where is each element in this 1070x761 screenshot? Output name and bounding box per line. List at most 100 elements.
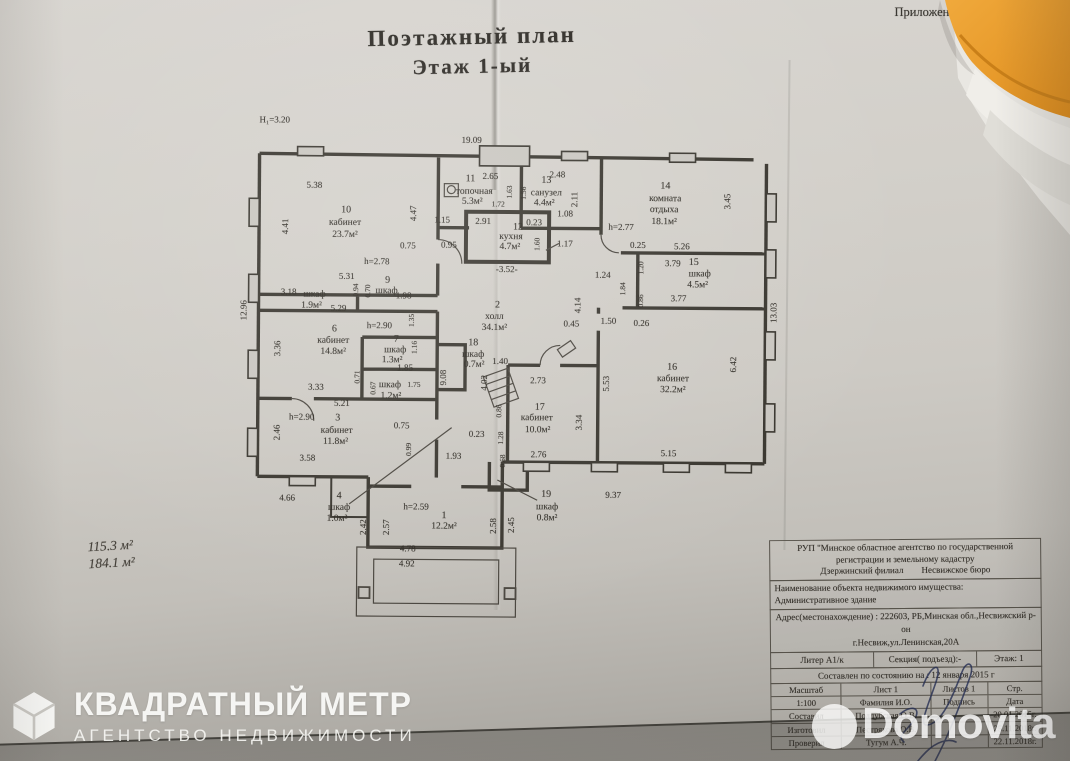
plan-label: 4.41	[280, 218, 291, 235]
plan-label: h=2.59	[403, 501, 429, 512]
watermark-left-line-2: АГЕНТСТВО НЕДВИЖИМОСТИ	[74, 726, 416, 745]
plan-label: 5.21	[333, 397, 350, 408]
plan-label: 12	[513, 221, 524, 233]
plan-label: 4.4м²	[533, 198, 555, 209]
plan-label: 4.66	[279, 492, 296, 503]
plan-label: 32.2м²	[660, 385, 686, 396]
plan-label: 16	[667, 361, 678, 373]
area-note-2: 184.1 м²	[88, 553, 136, 572]
plan-label: 1.15	[434, 214, 451, 225]
paper-fold-crease-lower	[493, 190, 501, 610]
plan-label: 4.02	[478, 374, 490, 391]
plan-label: 2.91	[475, 215, 492, 226]
domovita-logo-icon	[812, 704, 857, 749]
plan-label: 1.9м²	[301, 300, 322, 311]
title-block-org: РУП "Минское областное агентство по госу…	[769, 537, 1042, 581]
plan-label: шкаф	[375, 286, 398, 297]
plan-label: 4	[336, 490, 342, 502]
plan-label: 4.78	[399, 543, 416, 554]
plan-label: 3.45	[722, 193, 733, 210]
title-block-cell: Листов 1	[929, 681, 988, 695]
plan-label: кухня	[499, 231, 523, 243]
watermark-left-line-1: КВАДРАТНЫЙ МЕТР	[74, 686, 412, 722]
plan-label: 4.14	[572, 297, 583, 314]
plan-label: 0.99	[403, 442, 414, 456]
plan-label: 2.76	[530, 449, 547, 460]
watermark-domovita: Domovita	[862, 699, 1055, 748]
plan-label: 1.35	[406, 313, 416, 327]
section-cell: Секция( подъезд):-	[872, 650, 976, 667]
plan-label: 3.36	[272, 340, 283, 357]
plan-label: 0.23	[468, 428, 485, 439]
title-block-address: Адрес(местонахождение) : 222603, РБ,Минс…	[769, 606, 1043, 653]
plan-label: санузел	[530, 188, 562, 199]
plan-label: 1.56	[518, 186, 528, 200]
plan-label: 0.26	[633, 317, 650, 329]
plan-label: 2.11	[569, 191, 580, 208]
plan-label: 3	[335, 412, 341, 424]
plan-label: 9.37	[605, 489, 622, 500]
plan-label: 1.72	[491, 199, 505, 209]
org-line-1: РУП "Минское областное агентство по госу…	[797, 541, 1014, 553]
plan-label: 5.29	[330, 302, 347, 313]
plan-label: 3.33	[308, 381, 324, 392]
plan-label: 1.50	[600, 315, 617, 326]
plan-label: шкаф	[535, 502, 559, 513]
plan-label: 9.08	[437, 369, 449, 386]
plan-label: 1	[441, 510, 447, 522]
org-line-3: Дзержинский филиал Несвижское бюро	[820, 564, 991, 576]
cube-logo-icon	[12, 692, 56, 740]
plan-label: 1.24	[594, 269, 611, 280]
plan-label: 1.0м²	[326, 513, 348, 524]
plan-label: 1.75	[407, 379, 421, 389]
plan-label: 0.94	[351, 283, 361, 297]
plan-label: 1.93	[445, 450, 462, 461]
plan-label: 11.8м²	[322, 436, 349, 447]
plan-label: 5.31	[338, 270, 355, 281]
plan-label: кабинет	[656, 374, 690, 385]
title-block-cell: Масштаб	[789, 684, 824, 695]
plan-label: 13.03	[768, 302, 779, 324]
plan-label: 18	[468, 337, 479, 349]
plan-label: 1.85	[397, 362, 413, 373]
plan-label: 5.26	[674, 241, 690, 252]
plan-label: 34.1м²	[481, 322, 508, 334]
title-block-cell: Лист 1	[840, 682, 930, 696]
plan-label: 1.63	[504, 185, 514, 199]
plan-label: 2	[494, 299, 501, 311]
plan-label: кабинет	[320, 425, 353, 436]
plan-label: 1.20	[636, 261, 646, 275]
plan-label: 15	[688, 256, 699, 268]
plan-label: 2.48	[549, 169, 566, 180]
plan-label: 2.58	[487, 518, 499, 534]
plan-label: отдыха	[649, 205, 679, 216]
plan-label: -3.52-	[495, 263, 518, 275]
plan-label: 1.84	[618, 282, 628, 296]
plan-label: шкаф	[378, 380, 402, 391]
title-block-cell: Стр.	[986, 681, 1042, 695]
plan-label: 0.45	[563, 318, 580, 329]
plan-label: 0.68	[497, 454, 507, 468]
plan-label: кабинет	[329, 217, 362, 229]
plan-label: 19.09	[461, 134, 482, 145]
plan-label: 1.2м²	[380, 391, 402, 402]
plan-label: 3.18	[280, 286, 297, 297]
plan-label: 1.28	[496, 431, 506, 445]
plan-label: 3.58	[299, 452, 316, 463]
plan-label: 2.46	[271, 424, 282, 441]
plan-label: 1.16	[409, 340, 419, 354]
plan-label: 0.86	[494, 404, 504, 418]
plan-label: топочная	[455, 186, 493, 197]
plan-label: 14.8м²	[320, 346, 346, 357]
plan-label: h=2.78	[364, 256, 390, 267]
plan-label: холл	[485, 311, 504, 323]
plan-label: 1.08	[557, 208, 574, 219]
plan-label: 4.92	[398, 558, 415, 569]
plan-label: 19	[541, 488, 552, 500]
plan-label: 0.25	[630, 239, 646, 251]
object-value: Административное здание	[774, 594, 877, 606]
plan-label: h=2.90	[289, 411, 315, 422]
plan-label: 23.7м²	[332, 229, 358, 241]
